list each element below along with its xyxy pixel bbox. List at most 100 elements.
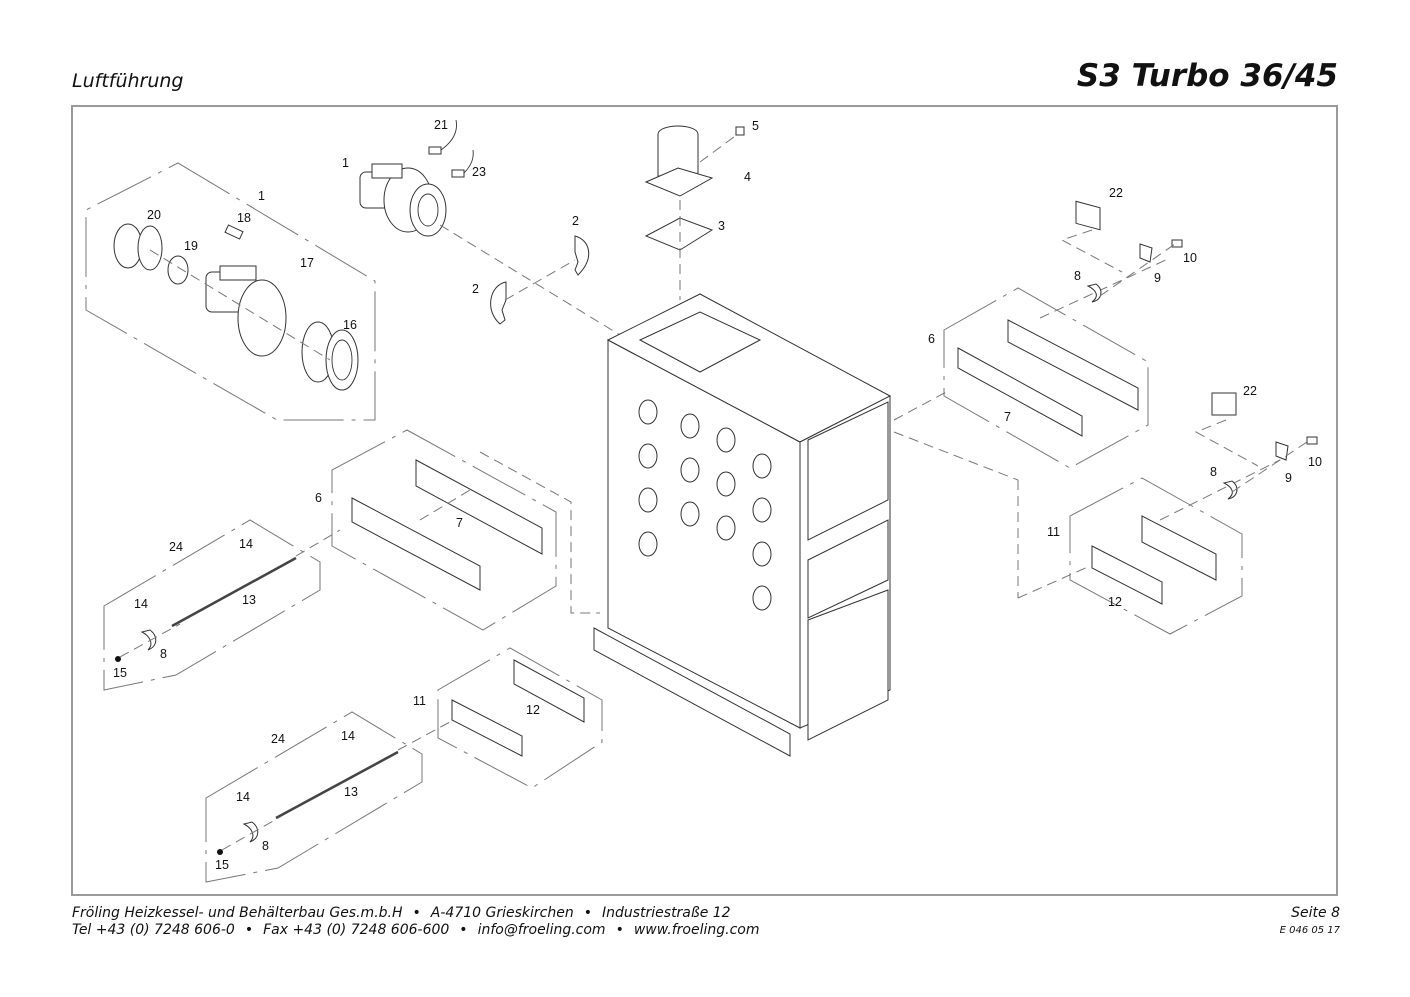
part-number-label: 17 (300, 256, 314, 270)
part-nut (115, 656, 121, 662)
part-number-label: 23 (472, 165, 486, 179)
inspection-opening (680, 413, 700, 439)
part-number-label: 11 (1047, 525, 1060, 539)
part-duct (1141, 515, 1217, 581)
inspection-opening (716, 427, 736, 453)
inspection-opening (752, 497, 772, 523)
part-number-label: 9 (1154, 271, 1161, 285)
part-bushing (1306, 436, 1318, 445)
part-number-label: 2 (572, 214, 579, 228)
group-box-left-upper (331, 429, 557, 631)
part-frame-seal (415, 459, 543, 555)
phone-number: Tel +43 (0) 7248 606-0 (72, 922, 235, 938)
part-number-label: 14 (134, 597, 148, 611)
footer-line-1: Fröling Heizkessel- und Behälterbau Ges.… (72, 905, 731, 921)
part-number-label: 20 (147, 208, 161, 222)
part-nut (217, 849, 223, 855)
part-number-label: 14 (341, 729, 355, 743)
part-number-label: 14 (239, 537, 253, 551)
part-number-label: 13 (242, 593, 256, 607)
boiler-openings (638, 399, 772, 611)
part-number-label: 10 (1183, 251, 1197, 265)
part-number-label: 6 (928, 332, 935, 346)
company-street: Industriestraße 12 (601, 905, 731, 921)
part-number-label: 1 (342, 156, 349, 170)
part-number-label: 15 (113, 666, 127, 680)
part-impeller (301, 321, 359, 391)
page-number: Seite 8 (1291, 905, 1340, 921)
part-number-label: 3 (718, 219, 725, 233)
group-box-left-lower (437, 647, 603, 789)
footer-address: Fröling Heizkessel- und Behälterbau Ges.… (72, 905, 760, 939)
part-frame-seal (1091, 545, 1163, 605)
part-number-label: 13 (344, 785, 358, 799)
part-number-label: 24 (169, 540, 183, 554)
part-flap (1222, 480, 1238, 500)
part-number-label: 22 (1109, 186, 1123, 200)
part-number-label: 16 (343, 318, 357, 332)
part-duct (451, 699, 523, 757)
part-number-label: 2 (472, 282, 479, 296)
group-box-right-lower (1069, 477, 1243, 635)
footer-page-info: Seite 8 E 046 05 17 (1280, 905, 1340, 939)
part-flap (140, 629, 157, 651)
part-actuator (1211, 392, 1237, 416)
part-disc (167, 255, 189, 285)
group-box-shaft-lower (205, 711, 423, 883)
part-plug (735, 126, 745, 136)
part-number-label: 10 (1308, 455, 1322, 469)
inspection-opening (638, 487, 658, 513)
email-link[interactable]: info@froeling.com (477, 922, 606, 938)
part-flue-connector (644, 125, 714, 197)
part-number-label: 9 (1285, 471, 1292, 485)
inspection-opening (638, 399, 658, 425)
part-number-label: 12 (1108, 595, 1122, 609)
part-flap (242, 821, 259, 843)
part-number-label: 19 (184, 239, 198, 253)
diagram-frame (71, 105, 1338, 896)
part-duct (351, 497, 481, 591)
part-number-label: 24 (271, 732, 285, 746)
company-name: Fröling Heizkessel- und Behälterbau Ges.… (72, 905, 403, 921)
part-number-label: 4 (744, 170, 751, 184)
part-ring (113, 223, 163, 271)
group-box-right-upper (943, 287, 1149, 469)
part-boiler-body (593, 293, 892, 757)
part-gasket (644, 217, 714, 251)
group-box-fan (85, 162, 376, 421)
inspection-opening (680, 457, 700, 483)
part-shaft (275, 750, 399, 820)
part-fan-motor (359, 163, 447, 237)
part-cover-plate (574, 235, 589, 276)
inspection-opening (716, 515, 736, 541)
part-duct (1007, 319, 1139, 411)
part-motor (205, 265, 287, 357)
inspection-opening (638, 531, 658, 557)
inspection-opening (680, 501, 700, 527)
part-pin (224, 224, 244, 240)
part-connector (428, 146, 442, 155)
part-frame-seal (513, 659, 585, 723)
part-connector (451, 169, 465, 178)
part-flap (1086, 283, 1102, 303)
model-title: S3 Turbo 36/45 (1076, 58, 1338, 94)
inspection-opening (716, 471, 736, 497)
group-box-shaft-upper (103, 519, 321, 691)
section-title: Luftführung (72, 70, 184, 92)
part-number-label: 12 (526, 703, 540, 717)
part-number-label: 7 (1004, 410, 1011, 424)
part-number-label: 14 (236, 790, 250, 804)
part-frame-seal (957, 347, 1083, 437)
part-shaft (171, 556, 297, 628)
website-link[interactable]: www.froeling.com (633, 922, 760, 938)
part-cover-plate (490, 281, 507, 325)
part-number-label: 11 (413, 694, 426, 708)
inspection-opening (638, 443, 658, 469)
part-number-label: 22 (1243, 384, 1257, 398)
company-city: A-4710 Grieskirchen (430, 905, 574, 921)
inspection-opening (752, 453, 772, 479)
part-number-label: 18 (237, 211, 251, 225)
part-actuator (1075, 200, 1101, 231)
